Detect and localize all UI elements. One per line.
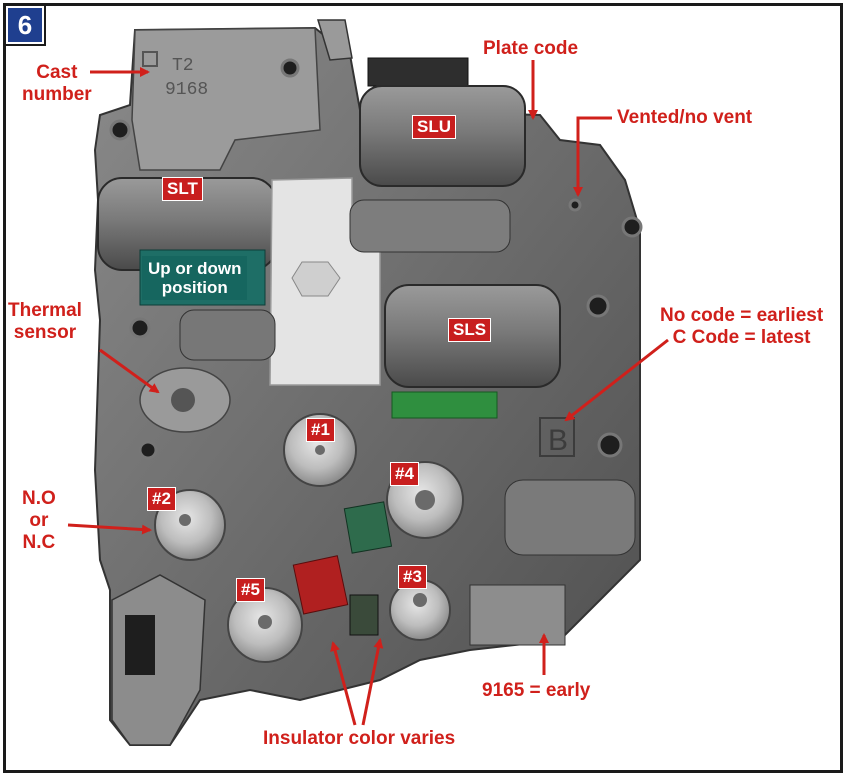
upper-cast-boss (131, 27, 321, 171)
cast-mark-number: 9168 (165, 80, 208, 100)
figure-number-badge: 6 (6, 6, 44, 44)
insulator-small (349, 594, 379, 636)
callout-thermal-sensor: Thermal sensor (8, 300, 82, 344)
plate-code-b-box (539, 417, 575, 457)
tag-solenoid-1: #1 (306, 418, 335, 442)
callout-vented: Vented/no vent (617, 107, 753, 128)
cast-mark-t2: T2 (172, 56, 194, 76)
lower-right-bracket (469, 584, 566, 646)
tag-slt: SLT (162, 177, 203, 201)
tag-solenoid-5: #5 (236, 578, 265, 602)
insulator-green (343, 501, 393, 554)
tag-solenoid-3: #3 (398, 565, 427, 589)
callout-plate-revision: No code = earliest C Code = latest (660, 305, 823, 349)
insulator-red (292, 555, 349, 615)
callout-insulator: Insulator color varies (263, 728, 456, 749)
callout-arrows (67, 60, 669, 726)
callout-early-9165: 9165 = early (482, 680, 591, 701)
cast-square (142, 51, 158, 67)
tag-slu: SLU (412, 115, 456, 139)
callout-no-nc: N.O or N.C (22, 488, 56, 554)
green-connector (391, 391, 498, 419)
right-spool-housing (504, 479, 636, 556)
top-bracket (316, 19, 353, 61)
tag-solenoid-4: #4 (390, 462, 419, 486)
tag-sls: SLS (448, 318, 492, 342)
slu-connector (367, 57, 469, 87)
spool-housing-lower (179, 309, 276, 361)
callout-plate-code: Plate code (483, 38, 579, 59)
cover-bolt-head (291, 261, 341, 297)
plate-code-letter: B (548, 424, 568, 457)
callout-cast-number: Cast number (22, 62, 92, 106)
tag-solenoid-2: #2 (147, 487, 176, 511)
callout-no-nc-text: N.O or N.C (22, 488, 56, 553)
tag-position: Up or down position (142, 256, 248, 300)
spool-housing-upper (349, 199, 511, 253)
callout-plate-revision-text: No code = earliest C Code = latest (660, 305, 824, 348)
callout-cast-number-text: Cast number (22, 62, 92, 105)
callout-thermal-sensor-text: Thermal sensor (8, 300, 82, 343)
